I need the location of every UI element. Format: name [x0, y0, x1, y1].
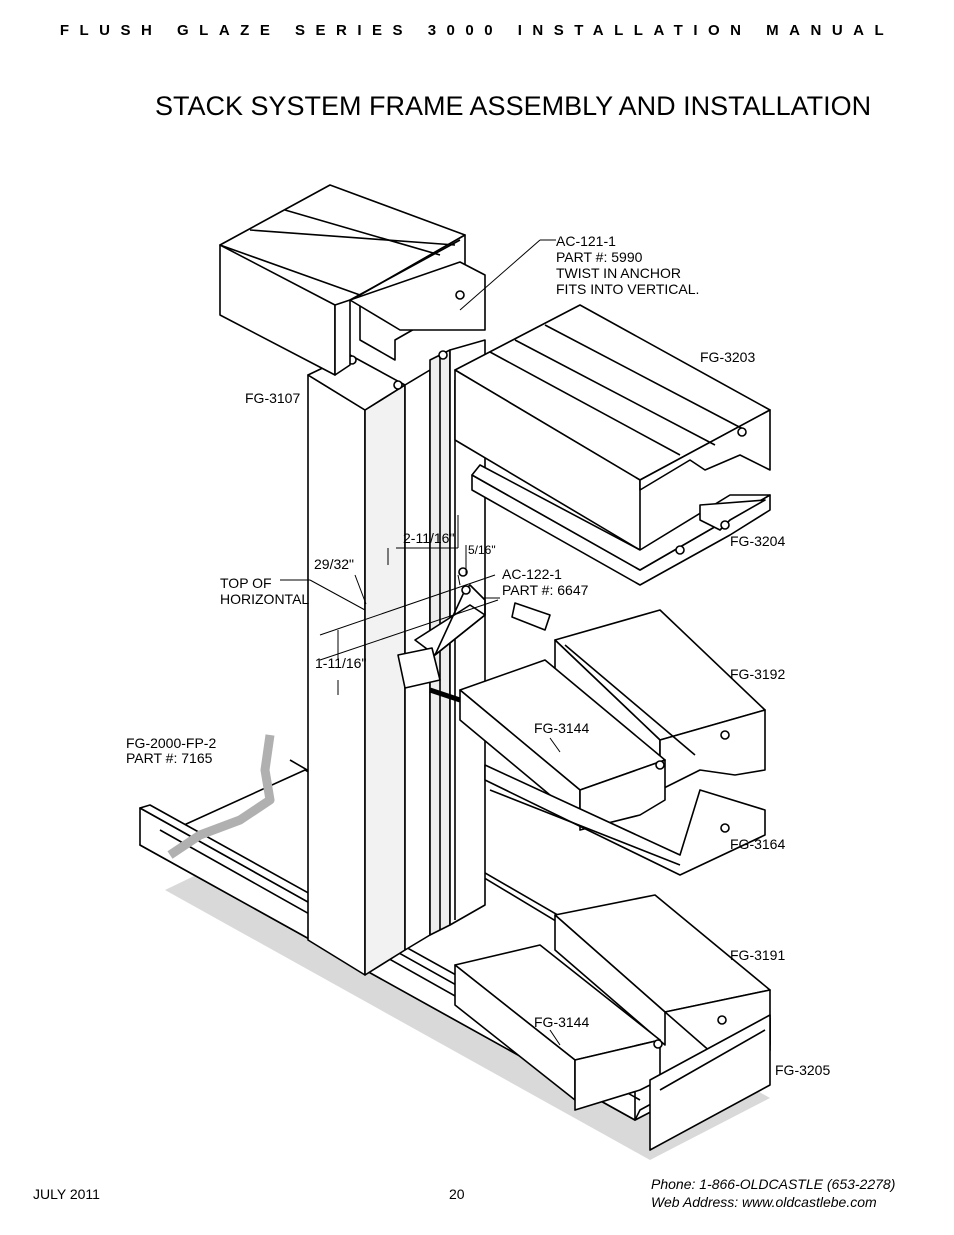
label-fg3191: FG-3191	[730, 947, 785, 963]
label-fg3192: FG-3192	[730, 666, 785, 682]
intermediate-fg3191	[554, 894, 771, 1061]
page-title: STACK SYSTEM FRAME ASSEMBLY AND INSTALLA…	[155, 91, 872, 121]
dimension-lines	[280, 239, 561, 1046]
phone-number: Phone: 1-866-OLDCASTLE (653-2278)	[651, 1176, 896, 1192]
sill-fg3205	[649, 1014, 771, 1151]
label-fg3164: FG-3164	[730, 836, 785, 852]
stop-fg3144-upper	[459, 659, 666, 831]
head-member	[219, 184, 486, 376]
web-address: Web Address: www.oldcastlebe.com	[651, 1194, 877, 1210]
stop-fg3144-lower	[454, 944, 663, 1111]
label-dim-5-16: 5/16"	[468, 543, 496, 557]
label-dim-2-11-16: 2-11/16"	[403, 530, 454, 546]
contact-info: Phone: 1-866-OLDCASTLE (653-2278) Web Ad…	[651, 1175, 895, 1211]
label-fg3203: FG-3203	[700, 349, 755, 365]
label-fg3107: FG-3107	[245, 390, 300, 406]
label-ac121: AC-121-1 PART #: 5990 TWIST IN ANCHOR FI…	[556, 233, 699, 297]
sill-horizontal-fg3192	[554, 609, 766, 791]
manual-header: FLUSH GLAZE SERIES 3000 INSTALLATION MAN…	[59, 22, 895, 39]
anchor-clip	[397, 567, 551, 703]
label-dim-1-11-16: 1-11/16"	[315, 655, 366, 671]
label-ac122: AC-122-1 PART #: 6647	[502, 566, 589, 598]
label-fg3204: FG-3204	[730, 533, 785, 549]
page-number: 20	[449, 1186, 465, 1202]
sill-receptor-fg3164	[484, 764, 766, 876]
label-fg3144-upper: FG-3144	[534, 720, 589, 736]
label-dim-29-32: 29/32"	[314, 556, 354, 572]
head-horizontal-fg3203	[454, 304, 771, 551]
label-fg2000: FG-2000-FP-2 PART #: 7165	[126, 735, 220, 766]
label-top-of-horizontal: TOP OF HORIZONTAL	[220, 575, 309, 607]
label-fg3144-lower: FG-3144	[534, 1014, 589, 1030]
label-fg3205: FG-3205	[775, 1062, 830, 1078]
head-receptor-fg3204	[471, 464, 771, 586]
footer-date: JULY 2011	[33, 1186, 100, 1202]
